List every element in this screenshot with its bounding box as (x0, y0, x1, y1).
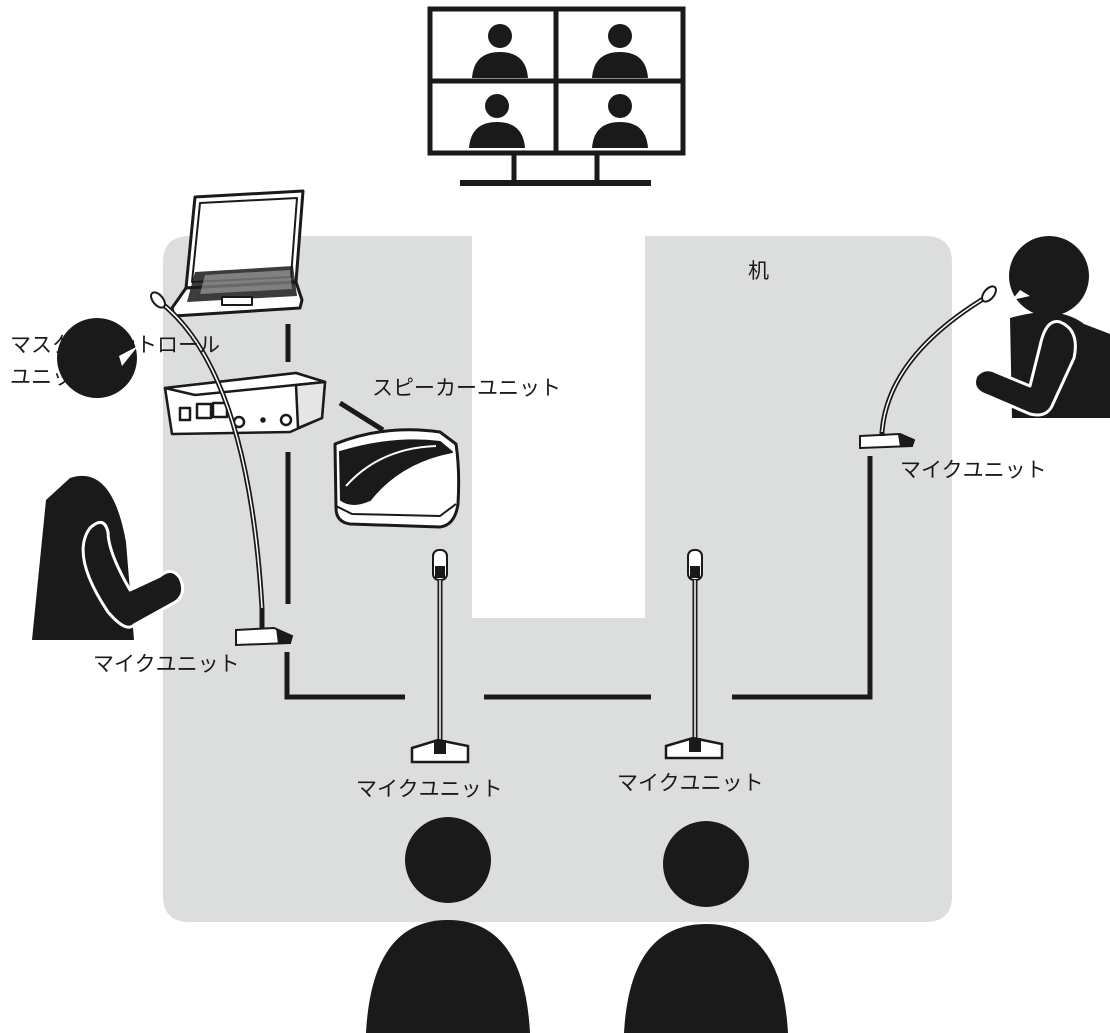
mic-unit-center-left-icon (410, 549, 470, 764)
mic-unit-label-center-right: マイクユニット (617, 771, 764, 795)
speaker-unit-label: スピーカーユニット (372, 376, 561, 400)
person-right-icon (973, 236, 1110, 418)
desk-surface (163, 236, 952, 922)
master-control-label-line1: マスターコントロール (10, 333, 220, 357)
mic-unit-left-icon (150, 291, 294, 647)
desk-label: 机 (748, 259, 769, 283)
laptop-icon (170, 189, 305, 318)
mic-unit-right-icon (859, 285, 997, 450)
mic-unit-label-right: マイクユニット (900, 458, 1047, 482)
person-front-left-icon (366, 817, 530, 1033)
person-left-icon (32, 318, 185, 640)
speaker-unit-icon (333, 428, 461, 529)
display-monitor (427, 6, 686, 186)
mic-unit-label-left: マイクユニット (93, 652, 240, 676)
master-control-unit-icon (163, 371, 327, 436)
mic-unit-label-center-left: マイクユニット (356, 777, 503, 801)
mic-unit-center-right-icon (664, 549, 724, 760)
connection-cables (284, 324, 873, 700)
master-control-label-line2: ユニット (10, 365, 94, 389)
person-front-right-icon (624, 821, 788, 1033)
participant-icon (469, 24, 648, 148)
